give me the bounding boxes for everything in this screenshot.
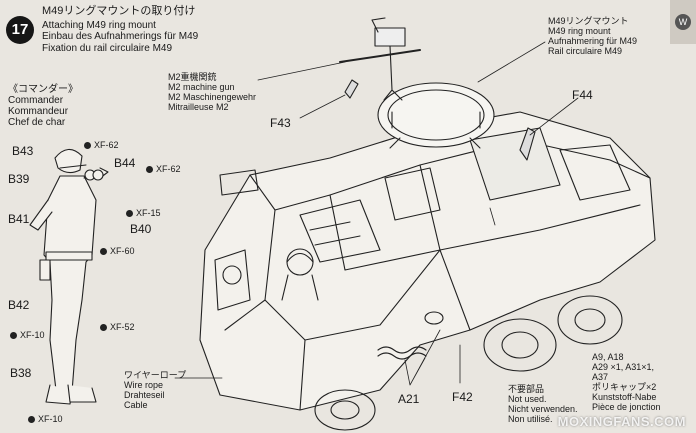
commander-en: Commander [8, 95, 64, 106]
part-a21: A21 [398, 392, 420, 406]
leader-lines [174, 41, 579, 386]
wire-rope-fr: Cable [124, 400, 148, 410]
commander-label: 《コマンダー》 Commander Kommandeur Chef de cha… [8, 84, 78, 128]
paint-dot-icon [100, 248, 107, 255]
unused-parts-jp: 不要部品 [508, 384, 545, 394]
wire-rope [377, 311, 444, 360]
heading-jp: M49リングマウントの取り付け [42, 5, 196, 17]
part-b43: B43 [12, 144, 34, 158]
part-b42: B42 [8, 298, 30, 312]
paint-callout-xf60: XF-60 [100, 246, 135, 256]
part-b39: B39 [8, 172, 30, 186]
paint-callout-xf10-mid: XF-10 [10, 330, 45, 340]
crewman-figure [281, 248, 319, 301]
parts-line-3: A37 [592, 372, 609, 382]
unused-parts-en: Not used. [508, 394, 547, 404]
ring-mount-en: M49 ring mount [548, 26, 611, 36]
part-f44: F44 [572, 88, 593, 102]
paint-callout-xf62-top: XF-62 [84, 140, 119, 150]
paint-dot-icon [84, 142, 91, 149]
machine-gun [339, 17, 421, 101]
part-f43: F43 [270, 116, 291, 130]
paint-dot-icon [126, 210, 133, 217]
parts-line-1: A9, A18 [592, 352, 624, 362]
wire-rope-en: Wire rope [124, 380, 164, 390]
heading-en: Attaching M49 ring mount [42, 19, 156, 31]
paint-dot-icon [100, 324, 107, 331]
paint-callout-xf10-bottom: XF-10 [28, 414, 63, 424]
machine-gun-de: M2 Maschinengewehr [168, 92, 257, 102]
paint-dot-icon [146, 166, 153, 173]
vehicle-hull [199, 111, 656, 411]
ring-mount-label: M49リングマウント M49 ring mount Aufnahmering f… [548, 16, 637, 56]
step-heading: M49リングマウントの取り付け Attaching M49 ring mount… [42, 5, 199, 54]
machine-gun-fr: Mitrailleuse M2 [168, 102, 229, 112]
machine-gun-label: M2重機関銃 M2 machine gun M2 Maschinengewehr… [168, 72, 256, 112]
ring-mount-fr: Rail circulaire M49 [548, 46, 623, 56]
wire-rope-label: ワイヤーロープ Wire rope Drahteseil Cable [124, 370, 186, 410]
part-b38: B38 [10, 366, 32, 380]
watermark: MOXINGFANS.COM [557, 414, 686, 429]
parts-polycap-jp: ポリキャップ×2 [592, 382, 657, 392]
commander-de: Kommandeur [8, 106, 69, 117]
ring-mount-de: Aufnahmering für M49 [548, 36, 638, 46]
wire-rope-jp: ワイヤーロープ [124, 370, 187, 380]
page-corner-tab: W [670, 0, 696, 44]
heading-fr: Fixation du rail circulaire M49 [42, 42, 173, 54]
paint-callout-xf15: XF-15 [126, 208, 161, 218]
paint-dot-icon [10, 332, 17, 339]
heading-de: Einbau des Aufnahmerings für M49 [42, 31, 199, 42]
part-f42: F42 [452, 390, 473, 404]
corner-tab-badge: W [675, 14, 691, 30]
commander-figure [29, 148, 109, 405]
step-number-badge: 17 [6, 16, 34, 44]
ring-mount [377, 82, 495, 149]
unused-parts-de: Nicht verwenden. [508, 404, 578, 414]
wire-rope-de: Drahteseil [124, 390, 165, 400]
paint-callout-xf62-right: XF-62 [146, 164, 181, 174]
wheels [314, 295, 623, 431]
ring-mount-jp: M49リングマウント [548, 16, 629, 26]
unused-parts-list: A9, A18 A29 ×1, A31×1, A37 ポリキャップ×2 Kuns… [592, 352, 661, 412]
unused-parts-label: 不要部品 Not used. Nicht verwenden. Non util… [508, 384, 578, 424]
part-b41: B41 [8, 212, 30, 226]
machine-gun-jp: M2重機関銃 [168, 72, 217, 82]
unused-parts-fr: Non utilisé. [508, 414, 553, 424]
commander-fr: Chef de char [8, 117, 66, 128]
parts-polycap-de: Kunststoff-Nabe [592, 392, 657, 402]
paint-callout-xf52: XF-52 [100, 322, 135, 332]
paint-dot-icon [28, 416, 35, 423]
machine-gun-en: M2 machine gun [168, 82, 235, 92]
parts-line-2: A29 ×1, A31×1, [592, 362, 655, 372]
commander-jp: 《コマンダー》 [8, 84, 78, 95]
part-b44: B44 [114, 156, 136, 170]
part-b40: B40 [130, 222, 152, 236]
parts-polycap-fr: Pièce de jonction [592, 402, 661, 412]
